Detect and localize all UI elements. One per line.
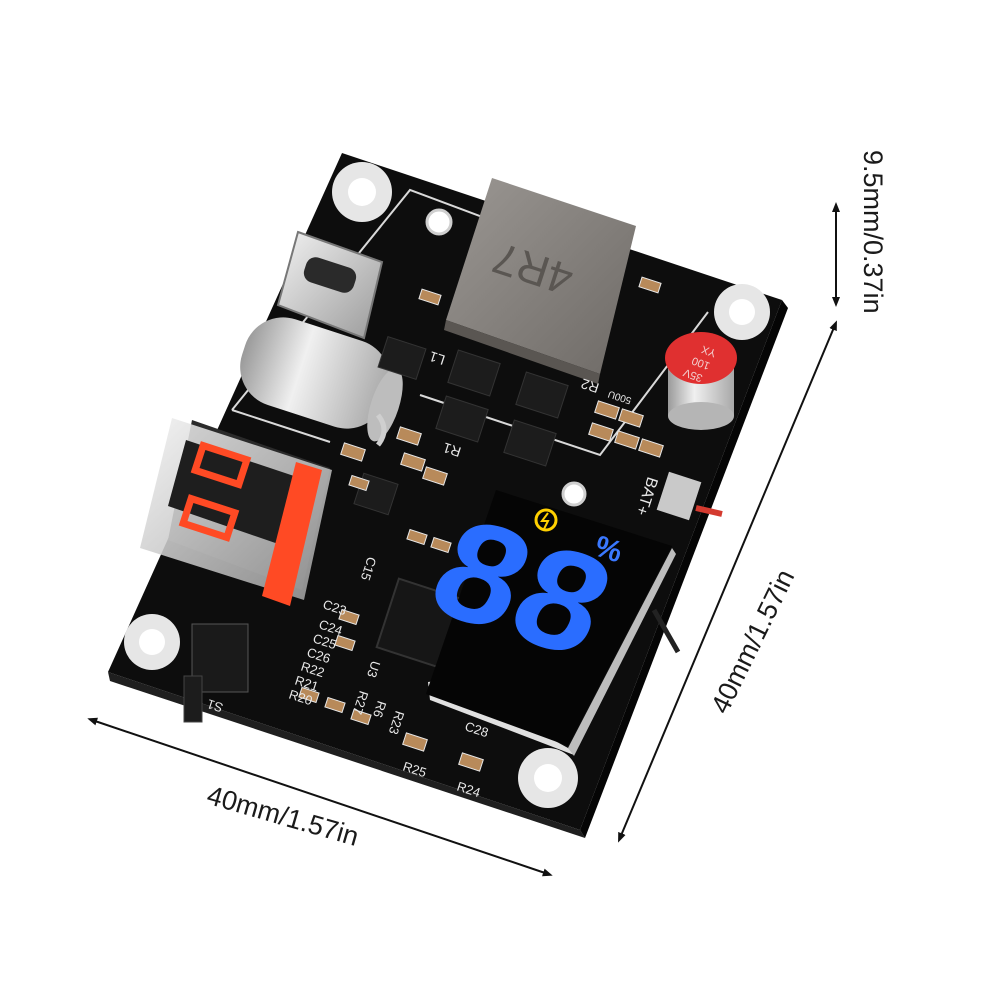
mosfet-chip [435, 395, 489, 443]
label-c15: C15 [358, 555, 380, 582]
mosfet-chip [503, 419, 557, 467]
capacitor-marking-2: 100 [690, 354, 711, 372]
depth-dimension-arrow [618, 320, 837, 843]
mounting-hole-top-left [332, 162, 392, 222]
label-r21: R21 [293, 673, 320, 695]
driver-chip [377, 335, 427, 381]
small-via-hole [425, 208, 453, 236]
usb-c-port [276, 230, 384, 340]
small-via-hole [561, 481, 587, 507]
electrolytic-capacitor-red: YX 100 35V [665, 332, 737, 430]
label-r27: R27 [350, 689, 372, 716]
charging-indicator-icon [534, 508, 558, 532]
label-r22: R22 [299, 659, 326, 681]
width-dimension-arrow [87, 717, 553, 877]
label-c25: C25 [311, 631, 338, 653]
label-r23: R23 [386, 709, 408, 736]
mounting-hole-bottom-right [518, 748, 578, 808]
label-r6: R6 [370, 699, 389, 719]
bat-plus-terminal [651, 471, 723, 654]
label-r1: R1 [441, 440, 463, 461]
capacitor-marking-1: YX [699, 342, 718, 359]
electrolytic-capacitor-white [240, 317, 403, 447]
label-u3: U3 [364, 659, 383, 679]
label-s1: S1 [205, 696, 225, 715]
mosfet-chip [515, 371, 569, 419]
mosfet-chip [447, 349, 501, 397]
power-inductor: 4R7 [444, 178, 636, 384]
smd-components [298, 276, 664, 772]
label-c24: C24 [317, 617, 344, 639]
label-r24: R24 [455, 779, 482, 801]
label-l1: L1 [427, 348, 447, 368]
tactile-switch [183, 623, 249, 723]
usb-a-port [140, 418, 332, 606]
mounting-hole-right [714, 284, 770, 340]
label-r20: R20 [287, 687, 314, 709]
height-dimension-label: 9.5mm/0.37in [858, 150, 888, 314]
label-c28: C28 [463, 719, 490, 741]
label-r2: R2 [579, 376, 601, 397]
mounting-hole-bottom-left [124, 614, 180, 670]
label-c23: C23 [321, 597, 348, 619]
label-c26: C26 [305, 645, 332, 667]
label-r25: R25 [401, 759, 428, 781]
